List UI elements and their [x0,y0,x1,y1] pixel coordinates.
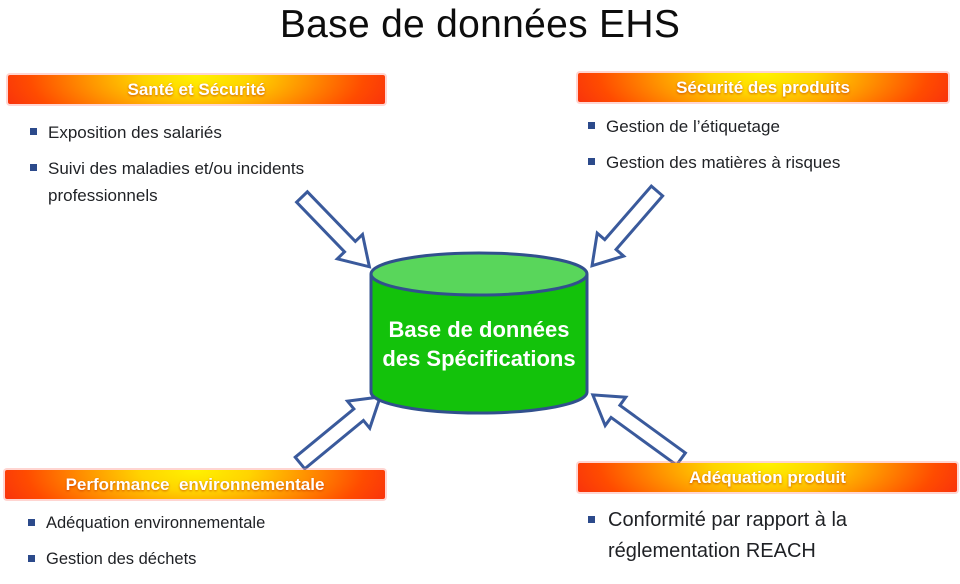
list-item: Exposition des salariés [30,119,362,146]
list-sante-securite: Exposition des salariés Suivi des maladi… [30,119,362,209]
bullet-square-icon [28,519,35,526]
bullet-square-icon [588,516,595,523]
bullet-square-icon [30,164,37,171]
list-item-label: Adéquation environnementale [46,514,266,532]
list-adequation-produit: Conformité par rapport à la réglementati… [588,505,910,567]
header-adequation-produit: Adéquation produit [578,463,957,492]
list-item-label: Gestion des matières à risques [606,153,841,172]
header-securite-produits: Sécurité des produits [578,73,948,102]
list-item-label: Conformité par rapport à la réglementati… [608,509,848,562]
list-item: Gestion des matières à risques [588,149,928,176]
database-label-line2: des Spécifications [382,346,575,371]
list-item: Gestion des déchets [28,546,368,573]
header-performance-environnementale: Performance environnementale [5,470,385,499]
database-label-line1: Base de données [389,317,570,342]
arrow-bottom-left-icon [293,395,383,471]
list-item-label: Gestion des déchets [46,550,197,568]
bullet-square-icon [588,122,595,129]
list-item: Suivi des maladies et/ou incidents profe… [30,155,362,209]
list-item: Gestion de l’étiquetage [588,113,928,140]
bullet-square-icon [588,158,595,165]
list-item: Conformité par rapport à la réglementati… [588,505,910,567]
arrow-bottom-right-icon [590,393,688,468]
arrow-top-right-icon [590,183,665,268]
database-cylinder: Base de données des Spécifications [369,251,589,415]
header-sante-securite: Santé et Sécurité [8,75,385,104]
arrow-top-left-icon [294,189,372,269]
list-item-label: Exposition des salariés [48,123,222,142]
list-item-label: Suivi des maladies et/ou incidents profe… [48,159,305,205]
bullet-square-icon [30,128,37,135]
list-item-label: Gestion de l’étiquetage [606,117,780,136]
page-title: Base de données EHS [279,3,681,46]
list-securite-produits: Gestion de l’étiquetage Gestion des mati… [588,113,928,176]
list-item: Adéquation environnementale [28,510,368,537]
bullet-square-icon [28,555,35,562]
list-performance-environnementale: Adéquation environnementale Gestion des … [28,510,368,573]
